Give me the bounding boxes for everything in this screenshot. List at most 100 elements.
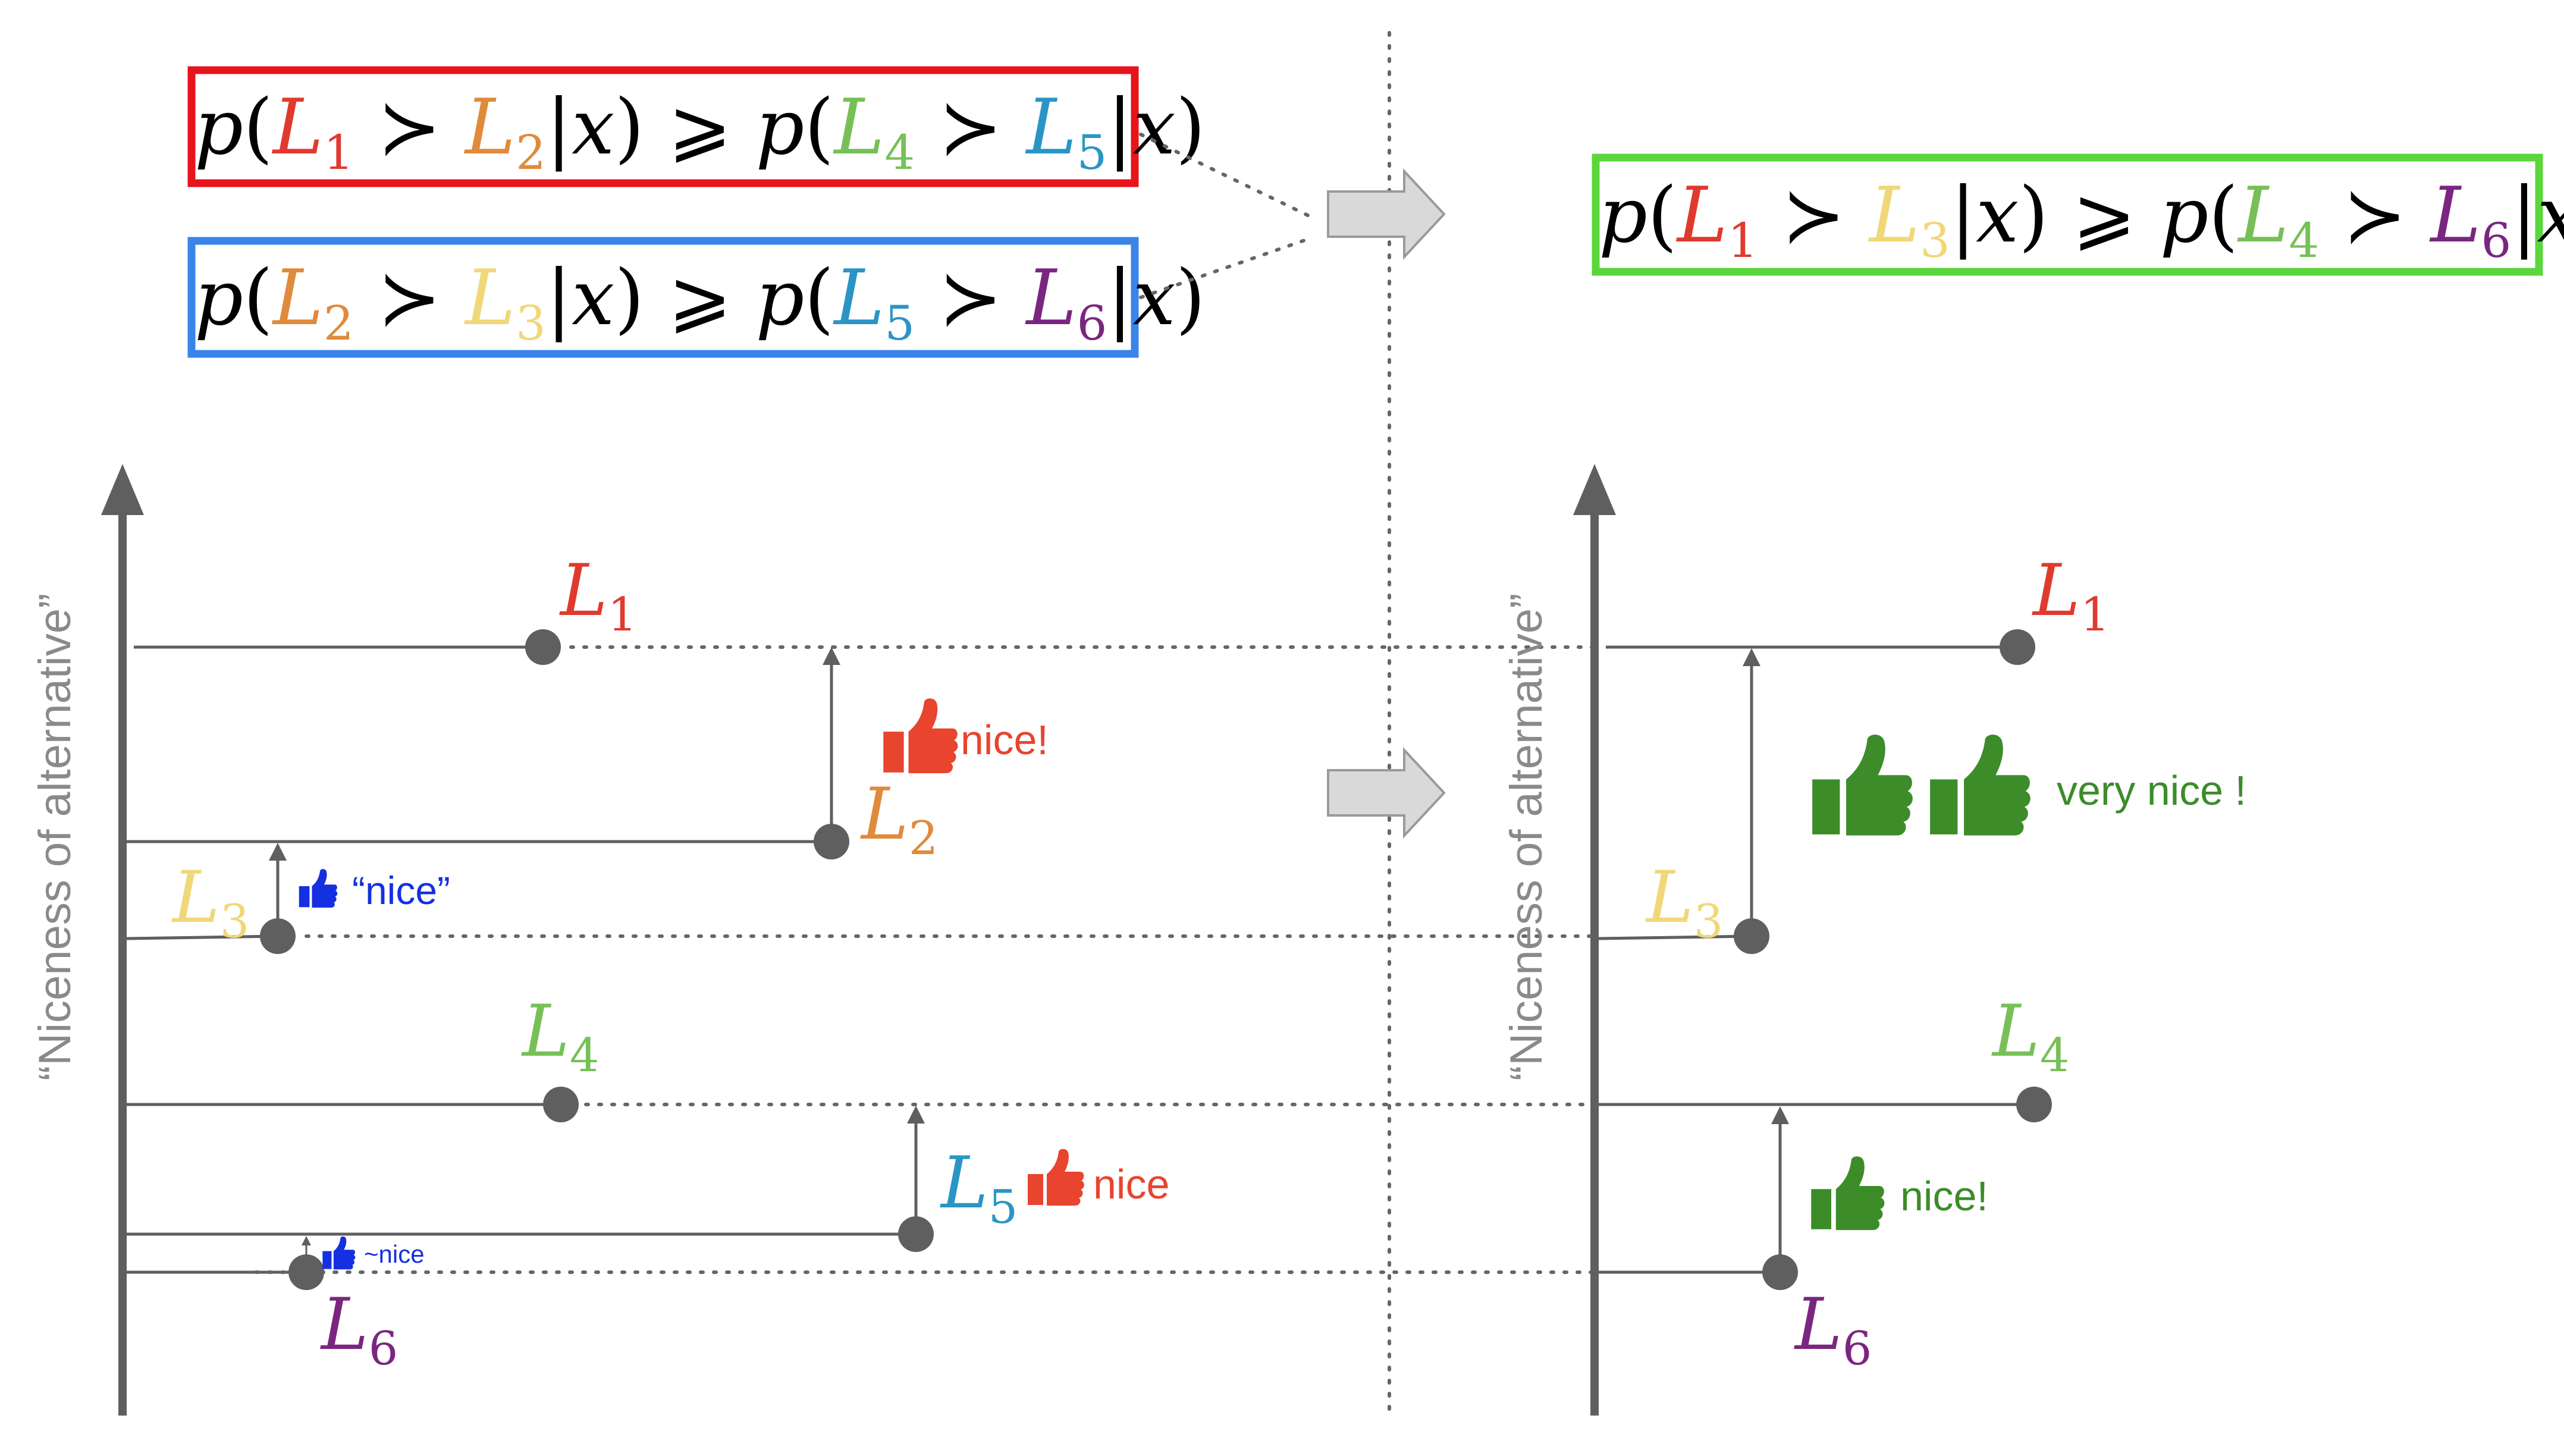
right-axis-label: “Niceness of alternative” [1501,594,1552,1081]
left-axis-label: “Niceness of alternative” [30,594,80,1081]
f1-open2: ( [804,83,834,172]
f3-open: ( [1647,171,1677,260]
f1-succ: ≻ [378,83,441,172]
thumbs-up-icon [1811,1156,1885,1231]
left-gap-arrows [269,647,925,1260]
f1-term-d: L [1025,83,1077,172]
node-L2 [814,824,849,859]
note-nice-right: nice! [1900,1173,1988,1219]
left-L2-base: L [860,773,909,856]
left-label-L3: L3 [171,856,249,949]
f3-geq: ⩾ [2072,171,2136,260]
f3-succ: ≻ [1782,171,1846,260]
f2-term-b-sub: 3 [516,296,546,351]
f3-term-a: L [1676,171,1728,260]
f3-term-c-sub: 4 [2289,213,2319,268]
thumbs-up-icon [1930,735,2031,836]
f1-x2: x [1133,83,1176,172]
note-nice-l5l6: ~nice [364,1240,425,1268]
formula-box-2: p(L2≻L3|x)⩾p(L5≻L6|x) [187,237,1206,358]
node-L1 [525,629,561,665]
left-L6-base: L [320,1284,369,1366]
f3-term-c: L [2237,171,2289,260]
gap-arrowhead-L4-L5 [907,1106,925,1124]
left-L1-sub: 1 [608,588,638,642]
formula-box-1-border [187,66,1139,187]
formula-1: p(L1≻L2|x)⩾p(L4≻L5|x) [194,83,1206,180]
f3-succ2: ≻ [2343,171,2406,260]
right-label-L1: L1 [2032,550,2110,642]
node-L3 [260,918,296,954]
gap-arrowhead-L2-L3 [269,843,287,861]
f1-term-a: L [272,83,324,172]
right-L1-sub: 1 [2080,588,2110,642]
f1-p2: p [755,83,804,172]
left-line-L3 [126,934,278,940]
f2-term-c-sub: 5 [884,296,915,351]
f3-term-d-sub: 6 [2481,213,2511,268]
left-label-L1: L1 [559,550,637,642]
f2-p2: p [755,254,804,343]
block-right-arrow-top [1327,168,1446,261]
note-nice-l1l2: nice! [961,717,1049,763]
right-L6-sub: 6 [1843,1322,1872,1376]
right-level-lines [1598,645,2034,1274]
f2-close: ) [614,254,644,343]
right-L4-sub: 4 [2040,1029,2070,1082]
formula-2: p(L2≻L3|x)⩾p(L5≻L6|x) [194,254,1206,351]
f3-bar2: | [2511,171,2537,260]
f1-term-c-sub: 4 [884,125,915,180]
f2-succ2: ≻ [939,254,1002,343]
left-L5-sub: 5 [988,1181,1018,1234]
f1-succ2: ≻ [939,83,1002,172]
right-node-L4 [2016,1087,2052,1122]
right-label-L4: L4 [1991,990,2069,1082]
right-L3-sub: 3 [1694,895,1724,949]
right-axis-line [1590,513,1599,1416]
f3-term-d: L [2429,171,2481,260]
f2-x: x [572,254,614,343]
f1-bar2: | [1107,83,1132,172]
f1-term-b-sub: 2 [516,125,546,180]
f1-term-b: L [464,83,516,172]
f3-p2: p [2160,171,2208,260]
formula-connectors [1139,133,1313,299]
thumbs-up-icon [1812,735,1913,836]
f3-p: p [1599,171,1647,260]
thumbs-up-icon [883,698,958,774]
right-node-L6 [1762,1254,1798,1290]
f2-x2: x [1133,254,1176,343]
right-gap-arrows [1743,648,1789,1258]
note-nice-l4l5: nice [1093,1161,1169,1207]
f2-open: ( [243,254,273,343]
right-nodes [1734,629,2052,1290]
right-node-L3 [1734,918,1769,954]
left-label-L2: L2 [860,773,938,865]
left-L4-sub: 4 [570,1029,600,1082]
left-axis-arrowhead [101,464,144,515]
gap-arrowhead-L1-L3 [1743,648,1760,666]
f2-term-c: L [833,254,884,343]
formula-box-3: p(L1≻L3|x)⩾p(L4≻L6|x) [1592,153,2564,276]
f2-succ: ≻ [378,254,441,343]
f3-open2: ( [2208,171,2238,260]
left-nodes [260,629,934,1290]
f1-p: p [194,83,243,172]
formula-box-2-border [187,237,1139,358]
gap-arrowhead-L4-L6 [1771,1106,1789,1124]
node-L5 [898,1216,934,1252]
right-panel: “Niceness of alternative” L1 L3 L4 L6 ve… [1501,464,2246,1416]
left-level-lines [126,645,916,1274]
f2-term-b: L [464,254,516,343]
f3-x: x [1976,171,2019,260]
left-L5-base: L [940,1142,988,1225]
f1-term-d-sub: 5 [1077,125,1107,180]
left-L2-sub: 2 [909,812,939,865]
thumbs-up-icon [299,869,338,908]
f2-open2: ( [804,254,834,343]
gap-arrowhead-L1-L2 [823,647,840,665]
left-label-L5: L5 [940,1142,1018,1234]
f3-term-a-sub: 1 [1728,213,1758,268]
node-L6 [288,1254,324,1290]
